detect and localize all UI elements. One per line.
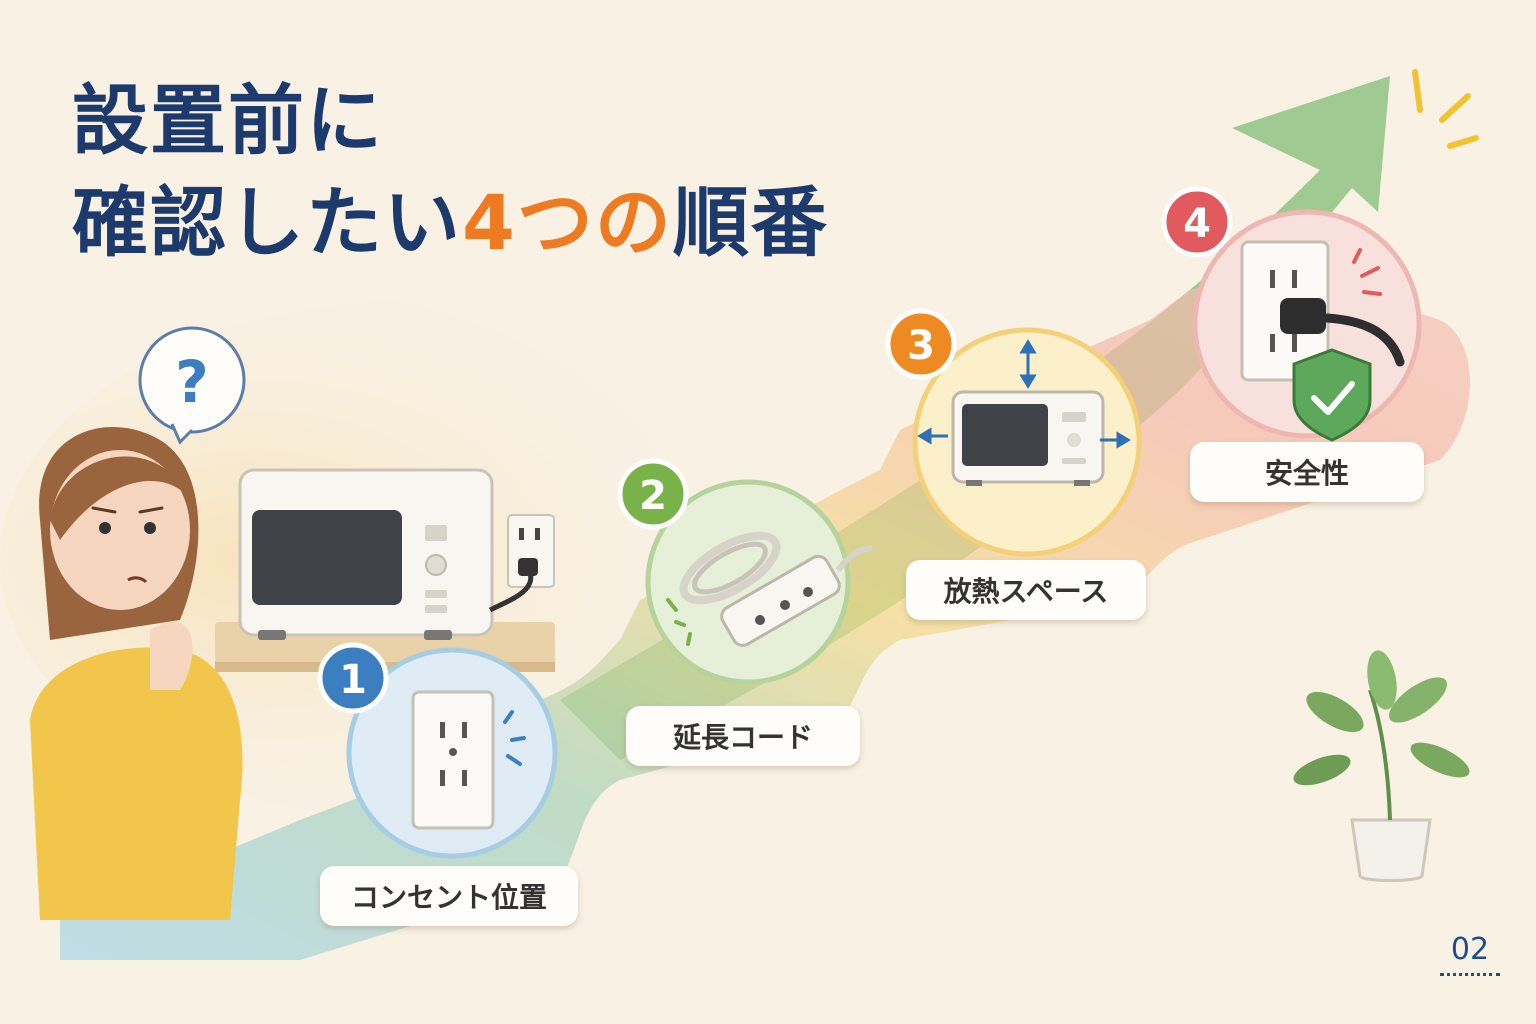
safe-plug-shield-icon (1240, 240, 1405, 442)
step-2-badge: 2 (617, 458, 689, 530)
step-3-label: 放熱スペース (906, 560, 1146, 620)
page-title: 設置前に 確認したい4つの順番 (72, 70, 829, 274)
title-line-2-suffix: 順番 (672, 178, 829, 267)
step-2-label: 延長コード (626, 706, 860, 766)
step-1-badge: 1 (317, 642, 389, 714)
step-4-illustration (1192, 209, 1422, 442)
step-3-number: 3 (907, 323, 935, 369)
step-4-badge: 4 (1161, 186, 1233, 258)
title-line-2: 確認したい4つの順番 (72, 172, 829, 274)
title-line-2-prefix: 確認したい (72, 178, 462, 267)
step-4-number: 4 (1183, 201, 1211, 247)
step-1-number: 1 (339, 657, 367, 703)
step-1-label: コンセント位置 (320, 866, 578, 926)
step-3-badge: 3 (885, 308, 957, 380)
thought-bubble: ? (138, 326, 246, 445)
title-line-2-accent: 4つの (462, 178, 673, 267)
step-1-illustration (346, 647, 558, 859)
step-4-label: 安全性 (1190, 442, 1424, 502)
title-line-1: 設置前に (72, 76, 384, 165)
step-2-number: 2 (639, 473, 667, 519)
extension-cord-icon (679, 531, 873, 647)
question-mark-icon: ? (175, 348, 209, 416)
step-3-illustration (912, 327, 1142, 557)
microwave-clearance-icon (951, 390, 1105, 486)
wall-outlet-icon (411, 690, 495, 830)
page-number: 02 (1440, 932, 1500, 976)
counter-scene (215, 468, 555, 672)
potted-plant-icon (1293, 650, 1470, 882)
step-2-illustration (645, 479, 873, 685)
thinking-woman (30, 426, 243, 920)
sparkle-lines (1412, 69, 1479, 149)
